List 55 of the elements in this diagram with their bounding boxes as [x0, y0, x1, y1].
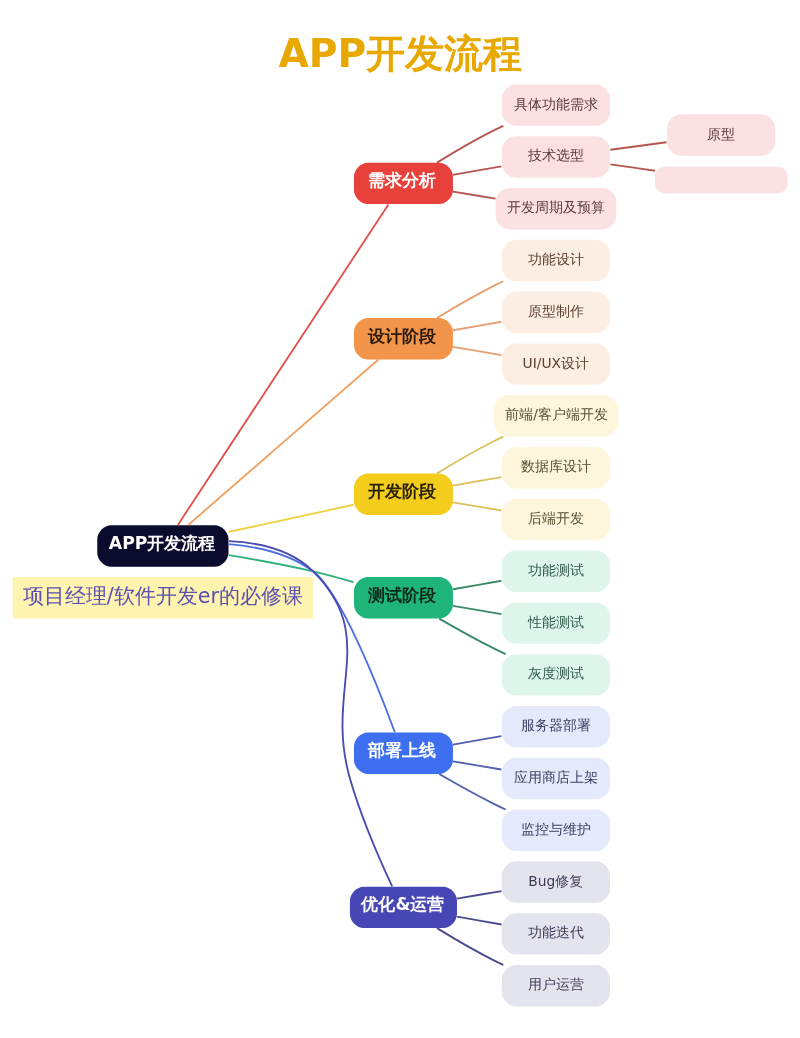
connector — [436, 124, 505, 164]
connector — [227, 553, 355, 583]
connector — [452, 320, 503, 331]
node-box: 具体功能需求 — [501, 83, 611, 126]
connector — [227, 542, 396, 733]
connector — [452, 190, 497, 200]
connector — [452, 579, 503, 590]
node-box: 应用商店上架 — [501, 757, 611, 799]
node-box: 技术选型 — [501, 135, 611, 178]
node-box: 需求分析 — [353, 162, 453, 204]
node-box: 监控与维护 — [501, 809, 611, 851]
connector — [452, 759, 503, 770]
node-box: 功能测试 — [501, 550, 611, 592]
connector — [452, 345, 503, 356]
node-box: 用户运营 — [501, 964, 611, 1006]
connector — [456, 889, 503, 899]
connector — [452, 604, 503, 615]
connector — [438, 617, 507, 655]
node-box: UI/UX设计 — [501, 342, 611, 385]
connector — [176, 203, 390, 526]
node-box: 数据库设计 — [501, 446, 611, 488]
connector — [452, 500, 503, 511]
connector — [187, 358, 380, 526]
connector — [609, 140, 668, 151]
connector — [436, 926, 505, 966]
connector — [452, 734, 503, 746]
node-box: 原型制作 — [501, 291, 611, 333]
connector — [436, 279, 505, 319]
node-box: 开发阶段 — [353, 472, 453, 515]
connector — [452, 475, 503, 487]
node-box: 优化&运营 — [349, 886, 457, 928]
node-box: APP开发流程 — [97, 524, 229, 567]
node-box: 灰度测试 — [501, 653, 611, 696]
node-box: 部署上线 — [353, 731, 453, 774]
node-box: 原型 — [667, 113, 776, 156]
node-box: 功能迭代 — [501, 912, 611, 955]
node-box: 前端/客户端开发 — [493, 394, 619, 437]
node-box: Bug修复 — [501, 860, 611, 903]
node-box: 性能测试 — [501, 601, 611, 644]
node-box: 服务器部署 — [501, 705, 611, 747]
label: 项目经理/软件开发er的必修课 — [22, 583, 303, 608]
node-box: 测试阶段 — [353, 576, 453, 618]
node-box — [654, 166, 788, 193]
connector — [438, 772, 507, 810]
node-box: 功能设计 — [501, 239, 611, 281]
diagram-title: APP开发流程 — [278, 30, 523, 76]
connector — [436, 435, 505, 474]
connector — [227, 539, 394, 887]
connector — [609, 163, 656, 172]
connector — [452, 164, 503, 176]
node-box: 设计阶段 — [353, 317, 453, 359]
node-box: 后端开发 — [501, 498, 611, 540]
connector — [227, 503, 355, 533]
connector — [456, 915, 503, 925]
node-box: 开发周期及预算 — [495, 187, 617, 229]
